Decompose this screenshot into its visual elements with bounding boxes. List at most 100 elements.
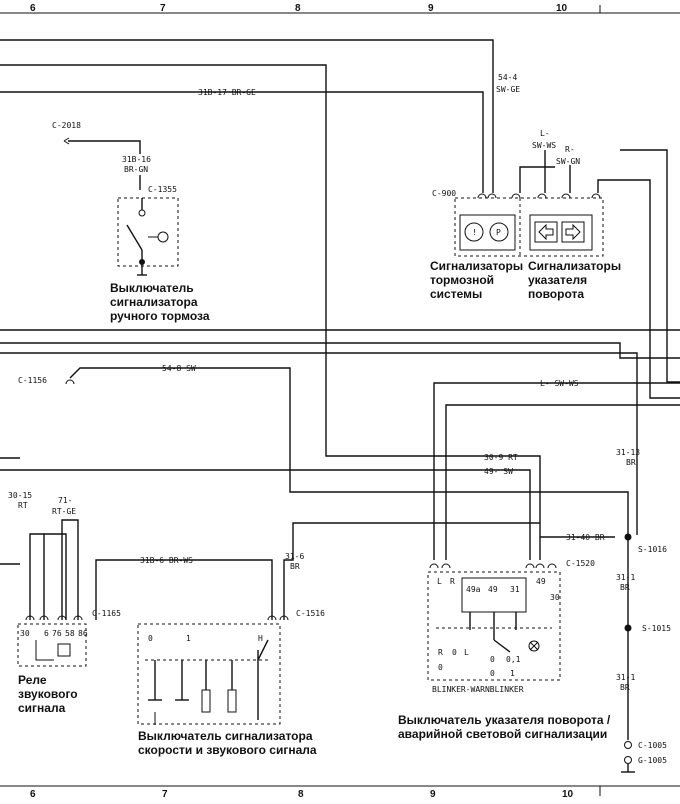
speed-horn-switch: C-1516 0 1 H xyxy=(137,609,325,725)
switch-sub-0: 0 xyxy=(490,669,495,678)
caption-turn-1: Сигнализаторы xyxy=(528,259,621,273)
wire-label-w7: 31-13 xyxy=(616,448,640,457)
relay-pin-6: 6 xyxy=(44,629,49,638)
wire-label-w16: 31-1 xyxy=(616,573,635,582)
left-arrow-icon xyxy=(534,221,558,243)
caption-brake-2: тормозной xyxy=(430,273,494,287)
grid-bottom-6: 6 xyxy=(30,789,36,800)
flasher-inner-49: 49 xyxy=(488,585,498,594)
caption-handbrake-3: ручного тормоза xyxy=(110,309,210,323)
brake-warning-icon: ! xyxy=(464,222,484,242)
relay-pin-76: 76 xyxy=(52,629,62,638)
svg-text:P: P xyxy=(496,228,501,237)
switch-pos-0b: 0 xyxy=(490,655,495,664)
middle-wires xyxy=(0,367,680,620)
grid-bottom-7: 7 xyxy=(162,789,168,800)
wire-label-w5: 54-8 SW xyxy=(162,364,196,373)
flasher-pin-r: R xyxy=(450,577,455,586)
wire-label-w12: 31B-6 BR-WS xyxy=(140,556,193,565)
grid-top-7: 7 xyxy=(160,3,166,14)
switch-sub-1: 1 xyxy=(510,669,515,678)
connector-c1156: C-1156 xyxy=(18,376,47,385)
grid-top-8: 8 xyxy=(295,3,301,14)
caption-relay-1: Реле xyxy=(18,673,47,687)
caption-brake-1: Сигнализаторы xyxy=(430,259,523,273)
wire-label-w17: 31-1 xyxy=(616,673,635,682)
flasher-tag: BLINKER-WARNBLINKER xyxy=(432,685,524,694)
horn-pos-h: H xyxy=(258,634,263,643)
wire-label-w13: 31-6 xyxy=(285,552,304,561)
caption-speed-1: Выключатель сигнализатора xyxy=(138,729,313,743)
connector-c1355: C-1355 xyxy=(148,185,177,194)
wire-label-w10b: RT xyxy=(18,501,28,510)
grid-top-6: 6 xyxy=(30,3,36,14)
switch-pos-0c: 0 xyxy=(438,663,443,672)
parking-brake-icon: P xyxy=(489,222,509,242)
flasher-inner-31: 31 xyxy=(510,585,520,594)
grid-bottom-10: 10 xyxy=(562,789,574,800)
top-wires xyxy=(0,39,680,560)
wire-label-w13b: BR xyxy=(290,562,300,571)
flasher-pin-30: 30 xyxy=(550,593,560,602)
caption-relay-2: звукового xyxy=(18,687,78,701)
connector-s1015: S-1015 xyxy=(642,624,671,633)
wire-label-w15b: BR-GN xyxy=(124,165,148,174)
wire-label-w6: L- SW-WS xyxy=(540,379,579,388)
caption-handbrake-2: сигнализатора xyxy=(110,295,198,309)
relay-pin-86: 86 xyxy=(78,629,88,638)
wire-label-w15: 31B-16 xyxy=(122,155,151,164)
handbrake-switch: C-2018 31B-16 BR-GN C-1355 xyxy=(52,121,179,276)
switch-pos-l: L xyxy=(464,648,469,657)
wire-label-w3b: SW-WS xyxy=(532,141,556,150)
caption-brake-3: системы xyxy=(430,287,482,301)
connector-g1005: G-1005 xyxy=(638,756,667,765)
grid-top-9: 9 xyxy=(428,3,434,14)
connector-c1520: C-1520 xyxy=(566,559,595,568)
wire-label-w11: 71- xyxy=(58,496,72,505)
caption-turn-3: поворота xyxy=(528,287,584,301)
wire-label-w2b: SW-GE xyxy=(496,85,520,94)
caption-relay-3: сигнала xyxy=(18,701,66,715)
caption-speed-2: скорости и звукового сигнала xyxy=(138,743,317,757)
caption-flasher-1: Выключатель указателя поворота / xyxy=(398,713,611,727)
wire-label-w2: 54-4 xyxy=(498,73,517,82)
wire-label-w7b: BR xyxy=(626,458,636,467)
lamp-icon xyxy=(528,640,540,652)
wire-label-w11b: RT-GE xyxy=(52,507,76,516)
wire-label-w14: 31-40 BR xyxy=(566,533,605,542)
switch-pos-r: R xyxy=(438,648,443,657)
wire-label-w9: 49- SW xyxy=(484,467,513,476)
relay-pin-58: 58 xyxy=(65,629,75,638)
grid-bottom-9: 9 xyxy=(430,789,436,800)
wire-label-w8: 30-9 RT xyxy=(484,453,518,462)
wire-label-w17b: BR xyxy=(620,683,630,692)
connector-c1516: C-1516 xyxy=(296,609,325,618)
caption-handbrake-1: Выключатель xyxy=(110,281,194,295)
caption-turn-2: указателя xyxy=(528,273,587,287)
horn-relay: C-1165 30 6 76 58 86 xyxy=(17,609,121,667)
grid-top-10: 10 xyxy=(556,3,568,14)
switch-pos-0a: 0 xyxy=(452,648,457,657)
svg-text:!: ! xyxy=(472,228,477,237)
flasher-pin-49: 49 xyxy=(536,577,546,586)
warning-lamp-block: C-900 ! P xyxy=(432,189,604,257)
wire-label-w10: 30-15 xyxy=(8,491,32,500)
flasher-inner-49a: 49a xyxy=(466,585,481,594)
brake-pin-row xyxy=(477,193,601,199)
wire-label-w3: L- xyxy=(540,129,550,138)
connector-c1165: C-1165 xyxy=(92,609,121,618)
connector-c1005: C-1005 xyxy=(638,741,667,750)
wire-label-w16b: BR xyxy=(620,583,630,592)
turn-hazard-switch: C-1520 L R 49 30 49a 49 31 R 0 L 0 0,1 0… xyxy=(427,559,595,681)
caption-flasher-2: аварийной световой сигнализации xyxy=(398,727,607,741)
ground-chain xyxy=(621,533,635,773)
connector-c2018: C-2018 xyxy=(52,121,81,130)
horn-pos-1: 1 xyxy=(186,634,191,643)
connector-c900: C-900 xyxy=(432,189,456,198)
grid-bottom-8: 8 xyxy=(298,789,304,800)
horn-pos-0: 0 xyxy=(148,634,153,643)
switch-pos-01: 0,1 xyxy=(506,655,521,664)
wire-label-w1: 31B-17 BR-GE xyxy=(198,88,256,97)
right-arrow-icon xyxy=(561,221,585,243)
